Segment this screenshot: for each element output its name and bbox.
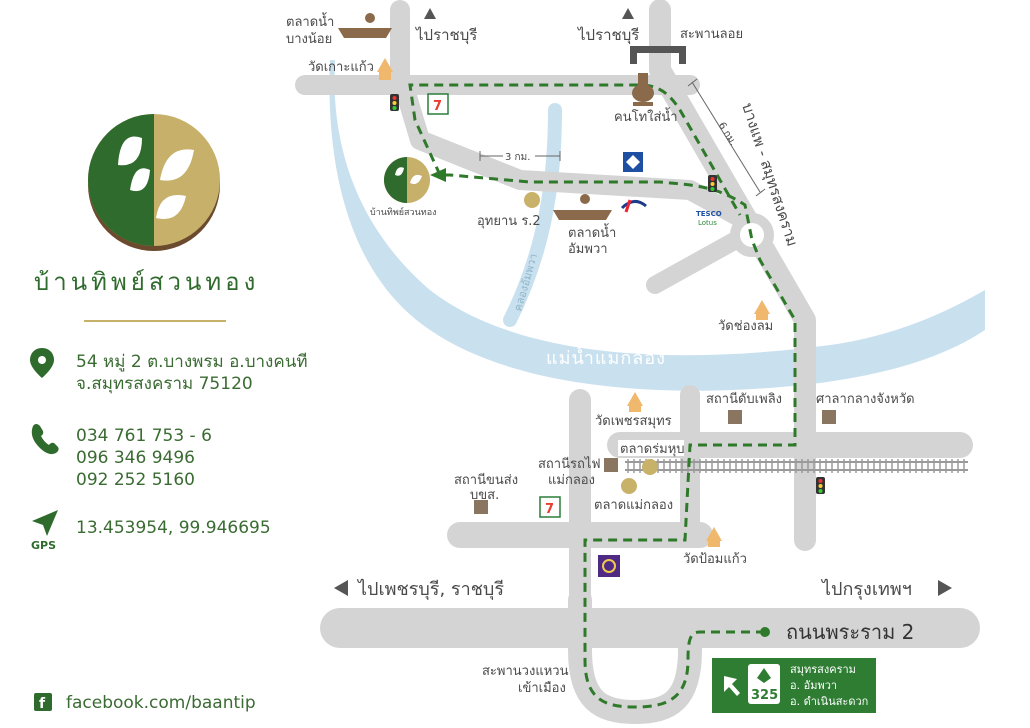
seven-eleven-icon: 7	[427, 93, 449, 115]
address-block: 54 หมู่ 2 ต.บางพรม อ.บางคนที จ.สมุทรสงคร…	[76, 351, 308, 395]
mae-klong-market-label: ตลาดแม่กลอง	[594, 498, 673, 513]
route-start-dot	[760, 627, 770, 637]
bus-station-marker	[474, 500, 488, 514]
fire-station-label: สถานีดับเพลิง	[706, 391, 782, 407]
phone-number[interactable]: 096 346 9496	[76, 448, 195, 468]
khlong-amphawa-label: คลองอัมพวา	[511, 252, 540, 313]
facebook-block: facebook.com/baantip	[66, 692, 256, 714]
rama2-road-label: ถนนพระราม 2	[786, 620, 914, 644]
floating-bridge-icon	[630, 46, 686, 64]
divider	[84, 320, 226, 322]
amphawa-market-label-2: อัมพวา	[568, 242, 608, 257]
bangnoi-market-label-2: บางน้อย	[286, 32, 332, 47]
khlong-amphawa	[503, 103, 562, 327]
distance-6km-label: 6 กม.	[716, 121, 739, 148]
route-arrowhead	[430, 168, 446, 182]
wat-phet-samut-label: วัดเพชรสมุทร	[595, 414, 672, 429]
khon-to-statue-icon	[632, 73, 654, 106]
amphawa-market-label-1: ตลาดน้ำ	[568, 223, 616, 241]
boat-icon	[338, 13, 392, 38]
garuda-icon	[757, 668, 771, 683]
seven-eleven-icon: 7	[539, 496, 561, 518]
to-ratchaburi-label-2: ไปราชบุรี	[577, 26, 639, 45]
svg-text:7: 7	[545, 502, 554, 517]
traffic-light-icon	[708, 175, 717, 192]
train-station-label-1: สถานีรถไฟ	[538, 456, 601, 472]
distance-3km-label: 3 กม.	[505, 152, 530, 163]
rom-hup-market-label: ตลาดร่มหุบ	[620, 442, 685, 457]
roundabout-entry-label-1: สะพานวงแหวน	[482, 664, 569, 679]
arrow-up-left-icon	[724, 676, 740, 696]
arrow-up-icon	[622, 8, 634, 19]
gps-arrow-icon	[32, 510, 58, 536]
scb-bank-icon	[598, 555, 620, 577]
brand-name: บ้านทิพย์สวนทอง	[34, 268, 260, 296]
route-path	[408, 83, 797, 709]
phone-icon	[31, 424, 59, 455]
route-sign-line-2: อ. อัมพวา	[790, 679, 837, 692]
baantip-map-logo-icon	[384, 157, 430, 203]
facebook-link[interactable]: facebook.com/baantip	[66, 693, 256, 713]
traffic-light-icon	[816, 477, 825, 494]
distance-marker-6km	[687, 78, 766, 197]
facebook-icon: f	[34, 693, 52, 712]
route-sign-line-3: อ. ดำเนินสะดวก	[790, 695, 868, 708]
temple-icon	[754, 300, 770, 320]
svg-text:f: f	[39, 696, 46, 712]
uthayan-label: อุทยาน ร.2	[477, 214, 541, 229]
traffic-light-icon	[390, 94, 399, 111]
boat-icon	[553, 194, 612, 220]
mae-klong-river-label: แม่น้ำแม่กลอง	[546, 345, 666, 369]
railway	[625, 459, 968, 473]
arrow-left-icon	[334, 580, 348, 596]
uthayan-marker	[524, 192, 540, 208]
route-sign: 325 สมุทรสงคราม อ. อัมพวา อ. ดำเนินสะดวก	[712, 658, 876, 713]
gps-label: GPS	[31, 539, 56, 552]
temple-icon	[627, 392, 643, 412]
baantip-logo-icon	[88, 114, 220, 251]
mae-klong-river	[329, 60, 985, 391]
svg-text:Lotus: Lotus	[698, 219, 717, 227]
bus-station-label-1: สถานีขนส่ง	[454, 472, 518, 488]
khon-to-label: คนโทใส่น้ำ	[614, 107, 678, 125]
tesco-lotus-icon: TESCO Lotus	[696, 210, 722, 227]
wat-chong-lom-label: วัดช่องลม	[718, 319, 773, 334]
gps-coordinates: 13.453954, 99.946695	[76, 518, 271, 538]
train-station-marker	[604, 458, 618, 472]
route-sign-line-1: สมุทรสงคราม	[790, 663, 856, 676]
mae-klong-market-marker	[621, 478, 637, 494]
route-number: 325	[751, 688, 778, 703]
bangnoi-market-label-1: ตลาดน้ำ	[286, 12, 334, 30]
fire-station-marker	[728, 410, 742, 424]
svg-text:TESCO: TESCO	[696, 210, 722, 218]
phone-number[interactable]: 034 761 753 - 6	[76, 426, 212, 446]
temple-icon	[706, 527, 722, 547]
address-line-2: จ.สมุทรสงคราม 75120	[76, 374, 253, 394]
to-ratchaburi-label-1: ไปราชบุรี	[415, 26, 477, 45]
to-phetchaburi-label: ไปเพชรบุรี, ราชบุรี	[356, 578, 504, 600]
svg-text:7: 7	[433, 99, 442, 114]
floating-bridge-label: สะพานลอย	[680, 27, 743, 42]
gps-block: 13.453954, 99.946695	[76, 517, 271, 539]
bus-station-label-2: บขส.	[470, 488, 499, 503]
to-bangkok-label: ไปกรุงเทพฯ	[820, 578, 912, 600]
rom-hup-marker	[642, 459, 658, 475]
roundabout-entry-label-2: เข้าเมือง	[518, 680, 566, 696]
ptt-icon	[620, 199, 647, 213]
temple-icon	[377, 58, 393, 80]
arrow-up-icon	[424, 8, 436, 19]
city-hall-marker	[822, 410, 836, 424]
phone-number[interactable]: 092 252 5160	[76, 470, 195, 490]
city-hall-label: ศาลากลางจังหวัด	[816, 392, 915, 407]
train-station-label-2: แม่กลอง	[548, 473, 595, 488]
location-pin-icon	[30, 348, 54, 378]
wat-ko-kaeo-label: วัดเกาะแก้ว	[308, 60, 374, 75]
address-line-1: 54 หมู่ 2 ต.บางพรม อ.บางคนที	[76, 352, 308, 372]
map-logo-caption: บ้านทิพย์สวนทอง	[370, 206, 437, 218]
phone-block: 034 761 753 - 6 096 346 9496 092 252 516…	[76, 425, 212, 491]
arrow-right-icon	[938, 580, 952, 596]
bangkok-bank-icon	[623, 152, 643, 172]
wat-pom-kaeo-label: วัดป้อมแก้ว	[683, 552, 747, 567]
